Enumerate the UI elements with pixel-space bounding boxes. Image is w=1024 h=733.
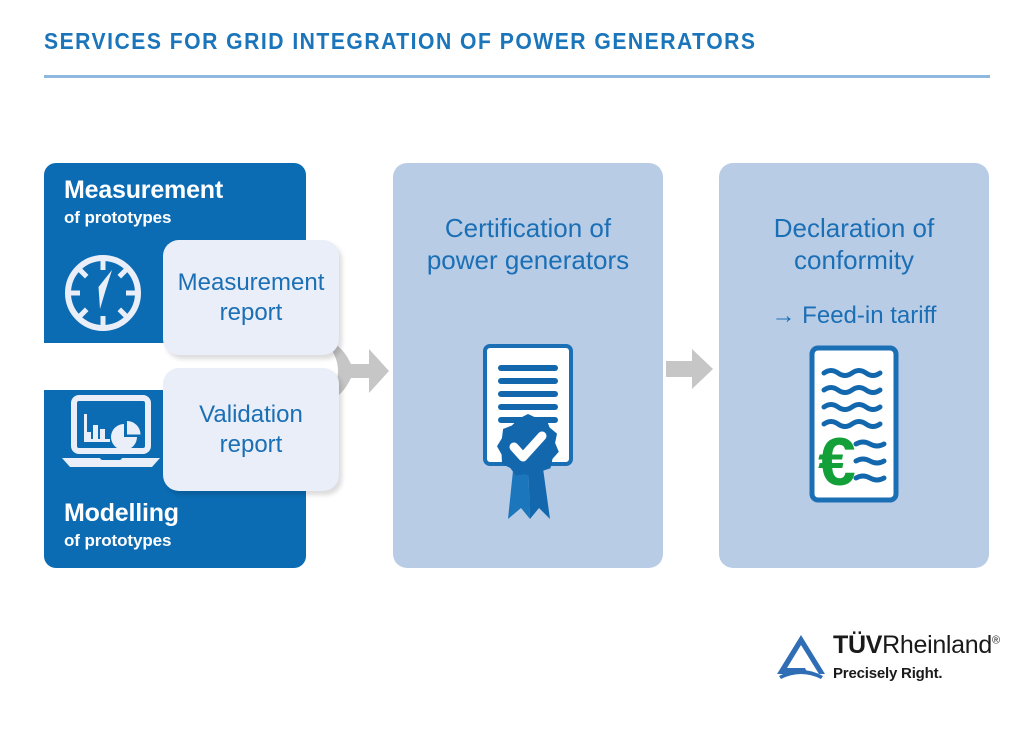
tuv-rheinland-logo: TÜVRheinland® Precisely Right. <box>775 631 1000 696</box>
card-line-2: report <box>219 298 283 326</box>
stage-panel-certification: Certification of power generators <box>393 163 663 568</box>
validation-report-card: Validation report <box>163 368 339 491</box>
logo-rheinland: Rheinland <box>882 631 992 659</box>
straight-arrow-icon <box>666 349 713 389</box>
card-line-1: Validation <box>199 400 303 428</box>
panel-title-line-2: power generators <box>426 244 630 275</box>
svg-text:€: € <box>818 424 856 500</box>
page-title: Services for grid integration of power g… <box>44 28 757 54</box>
panel-title: Certification of power generators <box>393 213 663 276</box>
stage-panel-declaration: Declaration of conformity → Feed-in tari… <box>719 163 989 568</box>
gauge-icon <box>60 250 146 341</box>
input-block-heading: Measurement <box>64 176 223 204</box>
input-block-subheading: of prototypes <box>64 208 172 227</box>
panel-title-line-1: Declaration of <box>773 213 935 243</box>
measurement-report-card: Measurement report <box>163 240 339 355</box>
merge-arrow-icon <box>323 338 389 404</box>
title-divider <box>44 75 990 78</box>
input-block-heading: Modelling <box>64 499 179 527</box>
logo-tuv: TÜV <box>833 631 883 659</box>
panel-title-line-2: conformity <box>794 244 914 275</box>
laptop-chart-icon <box>60 392 162 479</box>
card-line-1: Measurement <box>177 268 325 296</box>
panel-subtitle: → Feed-in tariff <box>771 302 937 329</box>
tuv-rheinland-triangle-icon <box>777 635 825 679</box>
panel-title-line-1: Certification of <box>444 213 612 243</box>
panel-title: Declaration of conformity <box>719 213 989 276</box>
logo-tagline: Precisely Right. <box>833 665 943 682</box>
euro-document-icon: € <box>798 345 910 515</box>
registered-trademark-symbol: ® <box>992 634 1000 647</box>
input-block-subheading: of prototypes <box>64 531 172 550</box>
logo-wordmark: TÜVRheinland® <box>833 633 1000 658</box>
logo-text-block: TÜVRheinland® Precisely Right. <box>833 633 1000 683</box>
card-line-2: report <box>219 430 283 458</box>
certificate-seal-icon <box>468 343 588 548</box>
